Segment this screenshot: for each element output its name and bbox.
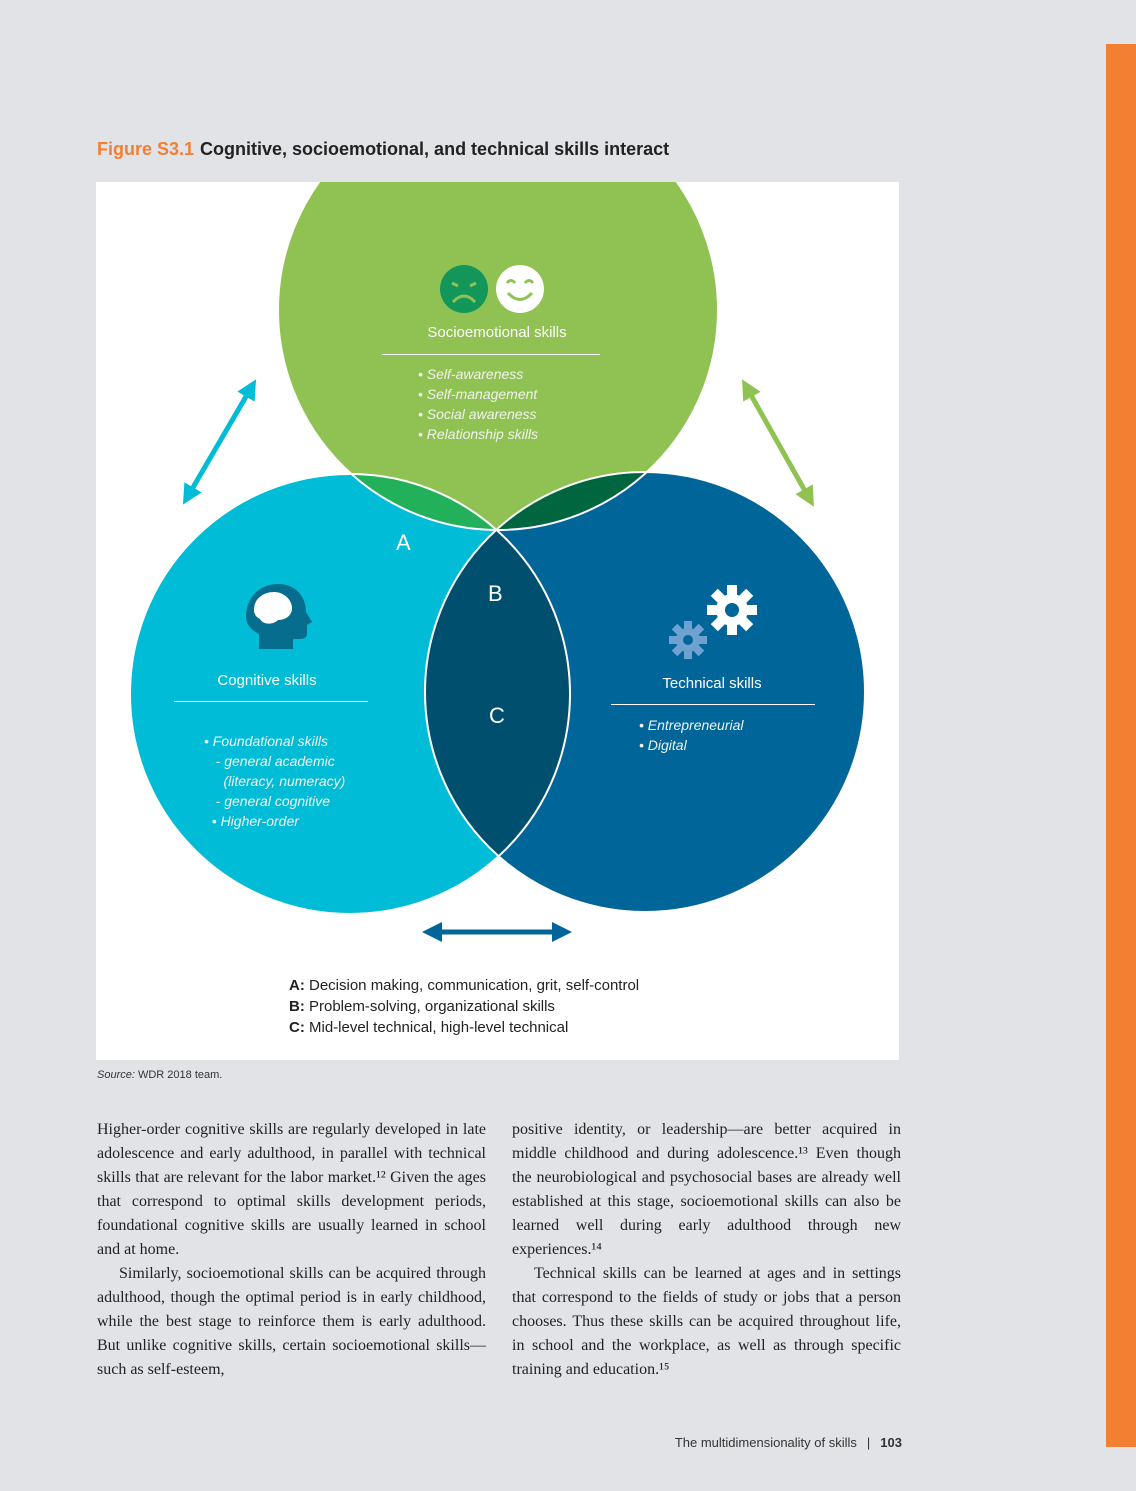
legend-item: B: Problem-solving, organizational skill…	[289, 998, 555, 1015]
figure-legend: A: Decision making, communication, grit,…	[289, 975, 639, 1038]
paragraph: Similarly, socioemotional skills can be …	[97, 1265, 486, 1378]
list-item: - general academic	[204, 753, 335, 769]
gears-icon	[669, 585, 757, 659]
double-arrow-cyan	[182, 379, 257, 505]
double-arrow-green	[742, 379, 814, 507]
divider	[382, 354, 600, 355]
list-item: • Self-management	[418, 386, 538, 402]
region-c-label: C	[489, 703, 505, 728]
list-item: • Social awareness	[418, 406, 537, 422]
legend-item: C: Mid-level technical, high-level techn…	[289, 1019, 569, 1036]
cognitive-list: • Foundational skills - general academic…	[204, 711, 345, 831]
region-b-label: B	[488, 581, 503, 606]
list-item: • Self-awareness	[418, 366, 524, 382]
region-c	[425, 474, 570, 912]
list-item: • Digital	[639, 737, 687, 753]
list-item: - general cognitive	[204, 793, 331, 809]
head-brain-icon	[246, 584, 312, 649]
page-number: 103	[880, 1435, 902, 1450]
list-item: • Foundational skills	[204, 733, 328, 749]
socioemotional-circle	[278, 182, 718, 530]
list-item: • Relationship skills	[418, 426, 539, 442]
divider	[611, 704, 815, 705]
body-column-right: positive identity, or leadership—are bet…	[512, 1118, 901, 1382]
list-item: • Higher-order	[204, 813, 299, 829]
socioemotional-title: Socioemotional skills	[427, 324, 567, 341]
technical-title: Technical skills	[662, 675, 762, 692]
socioemotional-list: • Self-awareness • Self-management • Socia…	[418, 364, 538, 444]
figure-source: Source: WDR 2018 team.	[97, 1069, 223, 1081]
section-tab-bar	[1106, 44, 1136, 1447]
paragraph: Technical skills can be learned at ages …	[512, 1265, 901, 1378]
sad-face-icon	[440, 265, 488, 313]
paragraph: Higher-order cognitive skills are regula…	[97, 1121, 486, 1258]
divider	[174, 701, 368, 702]
list-item: (literacy, numeracy)	[204, 773, 346, 789]
paragraph: positive identity, or leadership—are bet…	[512, 1121, 901, 1258]
technical-list: • Entrepreneurial • Digital	[639, 715, 744, 755]
body-column-left: Higher-order cognitive skills are regula…	[97, 1118, 486, 1382]
happy-face-icon	[496, 265, 544, 313]
list-item: • Entrepreneurial	[639, 717, 744, 733]
page-footer: The multidimensionality of skills|103	[674, 1435, 902, 1450]
cognitive-title: Cognitive skills	[217, 672, 317, 689]
venn-figure: Socioemotional skills • Self-awareness• …	[96, 182, 899, 1060]
legend-item: A: Decision making, communication, grit,…	[289, 977, 640, 994]
region-a-label: A	[396, 530, 411, 555]
